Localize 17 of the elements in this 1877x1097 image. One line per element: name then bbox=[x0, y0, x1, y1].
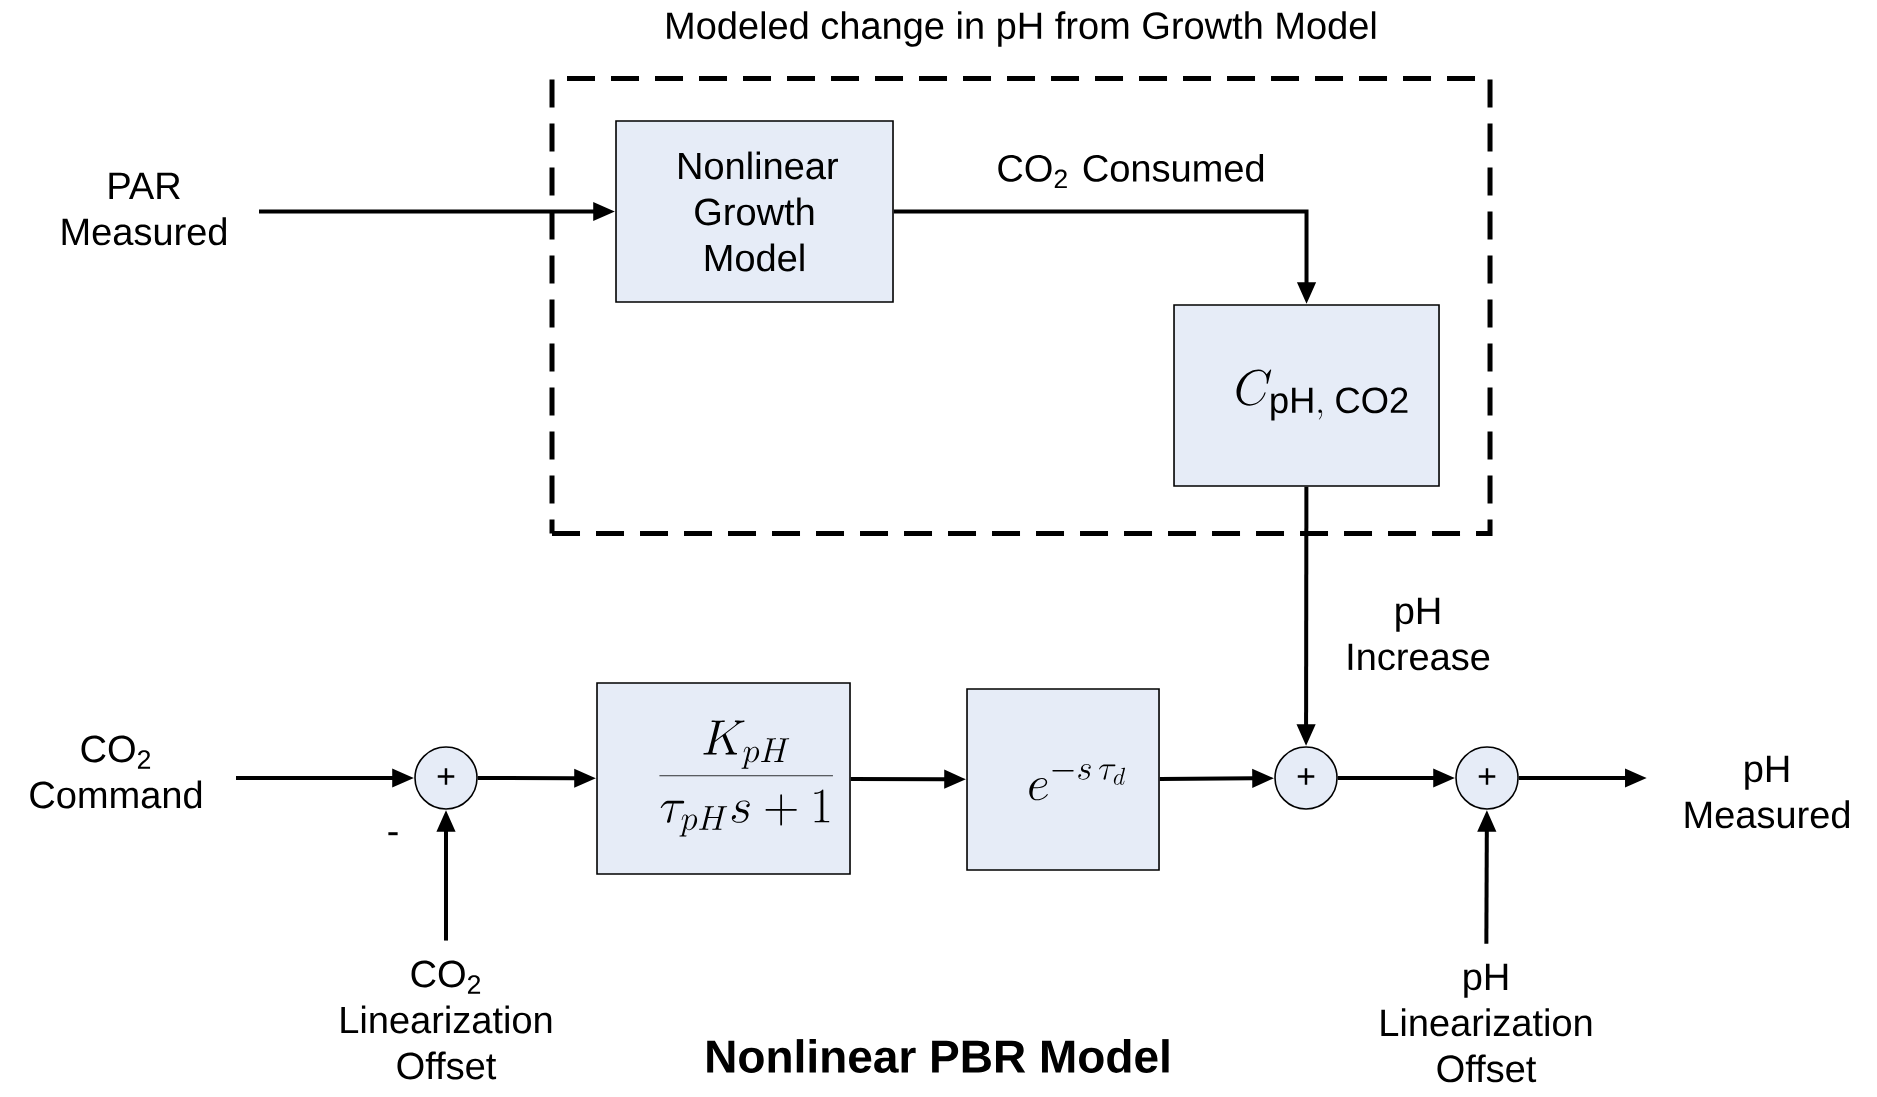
transfer-function-box: $C_{\mathrm{pH,\;CO2}}$ bbox=[1173, 304, 1440, 487]
edge-label: CO$_{2}$ Consumed bbox=[998, 153, 1264, 189]
signal-label: pH Measured bbox=[1685, 755, 1849, 829]
summing-junction: + bbox=[1455, 746, 1519, 810]
sign-label: - bbox=[388, 832, 398, 836]
transfer-function-box: $\frac{K_{pH}}{\tau_{pH}s+1}$ bbox=[596, 682, 851, 875]
edge-label: pH Increase bbox=[1348, 597, 1490, 671]
signal-label: PAR Measured bbox=[62, 172, 226, 246]
signal-label: CO$_{2}$ Linearization Offset bbox=[341, 960, 552, 1080]
diagram-caption: Nonlinear PBR Model bbox=[707, 1039, 1169, 1073]
group-heading: Modeled change in pH from Growth Model bbox=[667, 11, 1376, 47]
transfer-function-box: $e^{-s\,\tau_{d}}$ bbox=[966, 688, 1160, 871]
summing-junction: + bbox=[414, 746, 478, 810]
summing-junction: + bbox=[1274, 746, 1338, 810]
signal-label: pH Linearization Offset bbox=[1381, 963, 1592, 1083]
block-box: Nonlinear Growth Model bbox=[615, 120, 894, 303]
signal-label: CO$_{2}$ Command bbox=[30, 735, 202, 809]
